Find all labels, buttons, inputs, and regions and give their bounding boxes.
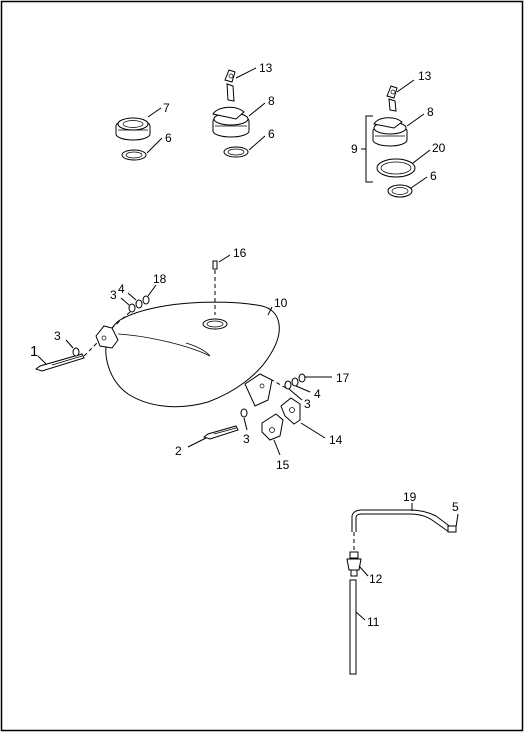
callout-6: 6 <box>430 169 437 183</box>
fuel-cap-assembly-plain: 7 6 <box>115 101 172 161</box>
callout-17: 17 <box>336 371 350 385</box>
callout-10: 10 <box>274 296 288 310</box>
callout-1: 1 <box>30 343 38 360</box>
callout-3: 3 <box>304 397 311 411</box>
callout-19: 19 <box>403 490 417 504</box>
callout-13: 13 <box>418 69 432 83</box>
fuel-tank: 10 <box>95 296 288 408</box>
callout-20: 20 <box>432 141 446 155</box>
callout-18: 18 <box>153 272 167 286</box>
callout-3: 3 <box>110 288 117 302</box>
callout-16: 16 <box>233 246 247 260</box>
rear-mount-hardware: 2 3 15 14 3 4 17 <box>175 371 350 472</box>
callout-4: 4 <box>314 387 321 401</box>
callout-11: 11 <box>367 615 380 629</box>
callout-12: 12 <box>369 572 383 586</box>
callout-4: 4 <box>118 282 125 296</box>
callout-8: 8 <box>268 94 275 108</box>
callout-9: 9 <box>351 142 358 156</box>
callout-7: 7 <box>163 101 170 115</box>
callout-15: 15 <box>276 458 290 472</box>
fuel-cap-assembly-locking: 13 8 6 <box>212 61 275 158</box>
callout-3: 3 <box>243 432 250 446</box>
callout-5: 5 <box>452 500 459 514</box>
callout-8: 8 <box>427 105 434 119</box>
vent-fitting: 16 <box>212 246 247 315</box>
fuel-cap-kit: 13 8 20 6 9 <box>351 69 446 198</box>
callout-3: 3 <box>54 329 61 343</box>
front-mount-hardware: 1 3 3 4 18 <box>30 272 167 372</box>
callout-2: 2 <box>175 444 182 458</box>
callout-14: 14 <box>329 433 343 447</box>
callout-6: 6 <box>165 131 172 145</box>
callout-13: 13 <box>259 61 273 75</box>
fuel-sender-line: 5 19 12 11 <box>346 490 459 675</box>
callout-6: 6 <box>268 127 275 141</box>
